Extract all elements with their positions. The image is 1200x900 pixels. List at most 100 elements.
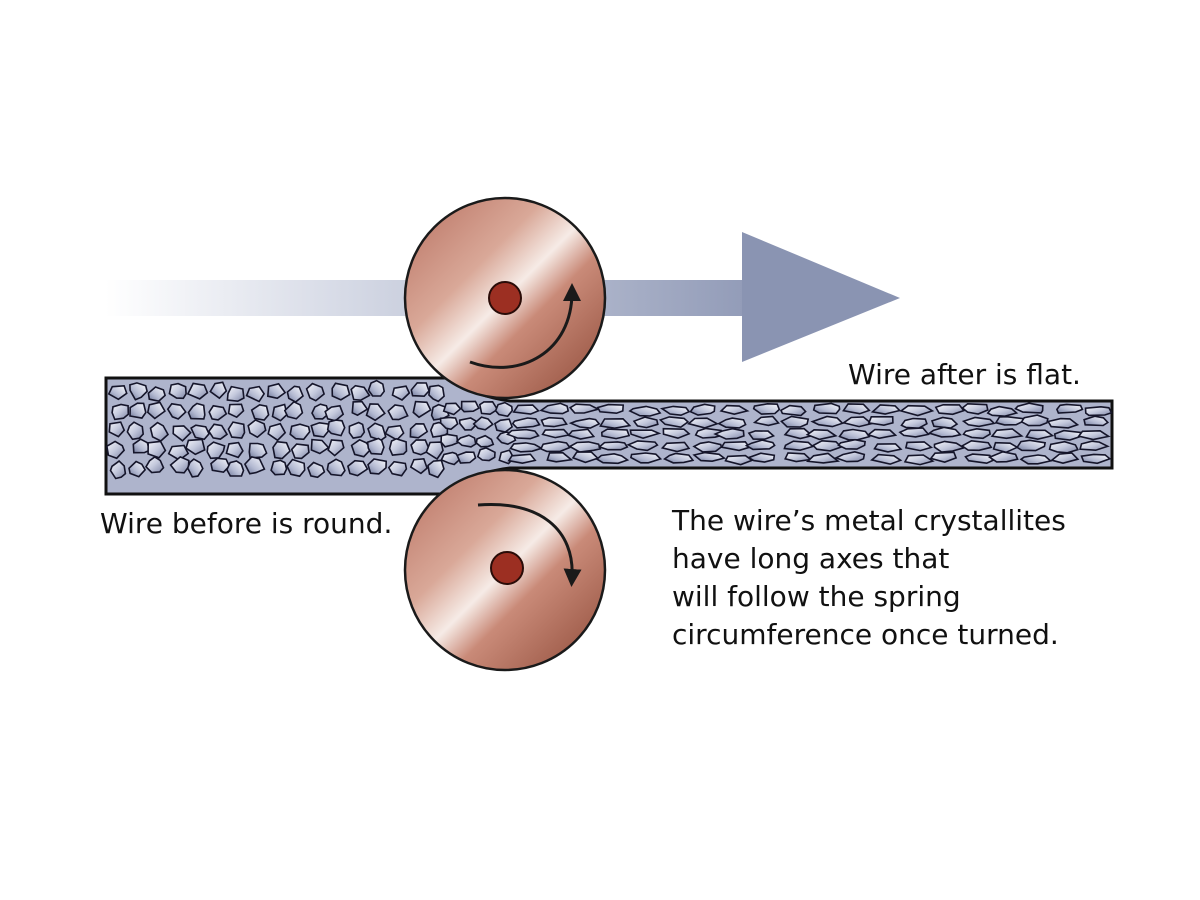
- crystallite-grain: [310, 438, 330, 455]
- crystallite-grain: [326, 458, 346, 477]
- crystallite-grain: [596, 403, 625, 415]
- crystallite-grain: [961, 402, 989, 415]
- crystallite-grain: [146, 401, 166, 420]
- crystallite-grain: [129, 402, 147, 419]
- crystallite-grain: [509, 442, 544, 453]
- crystallite-grain: [898, 427, 930, 438]
- crystallite-grain: [1079, 440, 1110, 452]
- crystallite-grain: [805, 428, 838, 441]
- crystallite-grain: [541, 428, 571, 439]
- crystallite-grain: [934, 403, 966, 416]
- crystallite-grain: [440, 433, 459, 448]
- crystallite-grain: [929, 451, 958, 463]
- crystallite-grain: [266, 382, 287, 400]
- crystallite-grain: [428, 384, 445, 403]
- crystallite-grain: [870, 404, 902, 415]
- crystallite-grain: [476, 447, 496, 462]
- crystallite-grain: [132, 438, 151, 454]
- crystallite-grain: [442, 402, 462, 416]
- crystallite-grain: [904, 441, 934, 452]
- crystallite-grain: [719, 404, 750, 416]
- crystallite-grain: [351, 400, 369, 417]
- crystallite-grain: [440, 451, 461, 466]
- crystallite-grain: [367, 422, 387, 442]
- crystallite-grain: [595, 452, 630, 465]
- crystallite-grain: [660, 441, 691, 453]
- crystallite-grain: [812, 402, 841, 415]
- crystallite-grain: [109, 460, 127, 480]
- crystallite-grain: [270, 459, 288, 476]
- crystallite-grain: [717, 417, 747, 429]
- crystallite-grain: [567, 428, 596, 440]
- crystallite-grain: [927, 426, 962, 438]
- crystallite-grain: [367, 458, 388, 475]
- crystallite-grain: [387, 460, 408, 477]
- crystallite-grain: [568, 403, 601, 414]
- crystallite-grain: [507, 453, 537, 465]
- crystallite-grain: [1019, 454, 1053, 465]
- bottom-roller: [403, 468, 607, 672]
- crystallite-grain: [811, 439, 843, 452]
- crystallite-grain: [1053, 429, 1082, 441]
- wire-before-label: Wire before is round.: [100, 507, 393, 540]
- crystallite-grain: [744, 439, 776, 451]
- crystallite-grain: [250, 403, 270, 421]
- crystallite-grain: [834, 450, 866, 463]
- crystallite-grain: [290, 443, 310, 460]
- crystallite-grain: [412, 400, 432, 419]
- crystallite-grain: [225, 441, 244, 459]
- crystallite-grain: [272, 440, 291, 460]
- crystallite-grain: [784, 452, 813, 463]
- crystallite-grain: [506, 428, 540, 440]
- crystallite-grain: [662, 427, 691, 440]
- crystallite-grain: [311, 403, 330, 420]
- crystallite-grain: [512, 404, 540, 415]
- crystallite-grain: [632, 416, 659, 429]
- crystallite-grain: [226, 460, 245, 477]
- bottom-axle-icon: [490, 551, 524, 585]
- crystallite-grain: [226, 385, 245, 403]
- crystallite-grain: [410, 382, 430, 398]
- crystallite-grain: [873, 443, 903, 453]
- crystallite-grain: [210, 457, 231, 474]
- crystallite-grain: [783, 440, 815, 452]
- crystallite-grain: [494, 401, 514, 418]
- crystallite-grain: [961, 416, 996, 428]
- crystallite-grain: [187, 402, 206, 420]
- crystallite-grain: [626, 440, 659, 452]
- crystallite-grain: [752, 402, 781, 415]
- crystallite-grain: [903, 454, 935, 466]
- crystallite-grain: [1048, 440, 1079, 454]
- crystallite-grain: [209, 381, 228, 400]
- wire-strip: [104, 376, 1114, 496]
- crystallite-grain: [540, 416, 568, 428]
- crystallite-grain: [628, 405, 662, 417]
- crystallite-grain: [692, 451, 727, 463]
- crystallite-grain: [987, 450, 1019, 463]
- crystallite-grain: [350, 384, 371, 402]
- crystallite-grain: [248, 442, 268, 459]
- crystallite-grain: [108, 421, 126, 438]
- crystallite-grain: [305, 382, 326, 402]
- crystallites-line-2: have long axes that: [672, 542, 950, 575]
- crystallite-grain: [331, 382, 351, 401]
- crystallite-grain: [629, 429, 662, 440]
- wire-after-label: Wire after is flat.: [848, 358, 1081, 391]
- crystallite-grain: [663, 452, 695, 464]
- crystallite-grain: [599, 417, 632, 430]
- crystallite-grain: [168, 382, 187, 400]
- crystallites-description: The wire’s metal crystallites have long …: [672, 502, 1066, 654]
- crystallite-grain: [111, 403, 130, 421]
- crystallite-grain: [837, 438, 866, 450]
- crystallite-grain: [247, 419, 267, 439]
- crystallite-grain: [475, 434, 495, 448]
- crystallite-grain: [899, 404, 935, 417]
- crystallite-grain: [511, 417, 541, 429]
- top-rotation-arrow-icon: [469, 283, 581, 369]
- crystallite-grain: [186, 458, 204, 478]
- crystallite-grain: [365, 403, 386, 422]
- crystallite-grain: [810, 415, 844, 428]
- crystallite-grain: [367, 379, 386, 397]
- crystallite-grain: [694, 427, 723, 439]
